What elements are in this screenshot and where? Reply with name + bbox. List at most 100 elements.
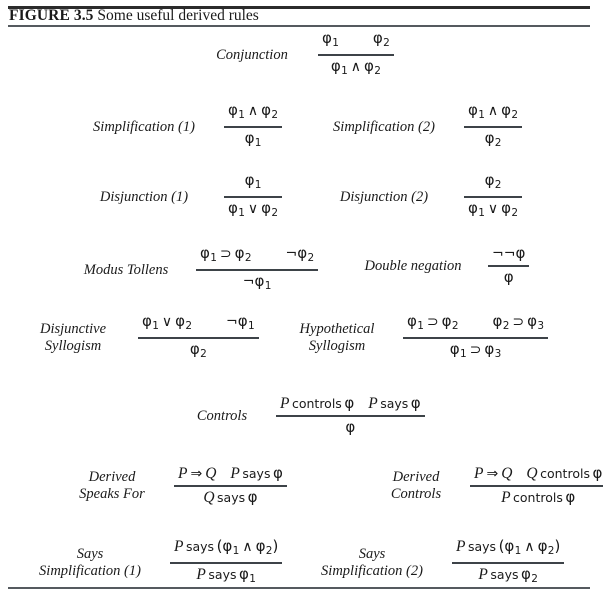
conclusion: ¬φ1 bbox=[242, 271, 272, 292]
inference-bar bbox=[196, 269, 319, 271]
premises: φ1⊃φ2 ¬φ2 bbox=[196, 245, 318, 269]
rule-name-disjunctive-syllogism: Disjunctive Syllogism bbox=[39, 320, 107, 354]
rule-disjunction-2: Disjunction (2) φ2 φ1∨φ2 bbox=[314, 172, 523, 222]
premise: φ1 bbox=[244, 171, 262, 192]
inference-bar bbox=[318, 54, 394, 56]
premise: φ1 bbox=[322, 29, 339, 50]
inference-hypothetical-syllogism: φ1⊃φ2 φ2⊃φ3 φ1⊃φ3 bbox=[403, 313, 549, 363]
inference-disjunction-1: φ1 φ1∨φ2 bbox=[224, 172, 283, 222]
inference-simplification-1: φ1∧φ2 φ1 bbox=[224, 102, 283, 152]
figure-top-rule bbox=[8, 6, 590, 9]
conclusion: φ bbox=[345, 417, 356, 436]
inference-double-negation: ¬¬φ φ bbox=[488, 245, 530, 287]
rule-name-simplification-1: Simplification (1) bbox=[93, 118, 195, 135]
inference-simplification-2: φ1∧φ2 φ2 bbox=[464, 102, 523, 152]
premise: φ1⊃φ2 bbox=[407, 312, 459, 333]
premise: φ1∧φ2 bbox=[228, 101, 279, 122]
inference-bar bbox=[488, 265, 530, 267]
premise: φ1∧φ2 bbox=[468, 101, 519, 122]
inference-bar bbox=[464, 126, 523, 128]
premises: φ1∧φ2 bbox=[224, 102, 282, 126]
inference-bar bbox=[138, 337, 259, 339]
rule-name-conjunction: Conjunction bbox=[216, 46, 288, 63]
premise: ¬¬φ bbox=[492, 244, 526, 263]
inference-bar bbox=[224, 196, 283, 198]
rule-name-controls: Controls bbox=[196, 407, 248, 424]
rule-name-says-simplification-2: Says Simplification (2) bbox=[321, 545, 423, 579]
inference-conjunction: φ1 φ2 φ1∧φ2 bbox=[318, 30, 394, 80]
premise: ¬φ1 bbox=[226, 312, 255, 333]
premise: φ1⊃φ2 bbox=[200, 244, 252, 265]
inference-bar bbox=[170, 562, 283, 564]
premise: φ2⊃φ3 bbox=[492, 312, 545, 333]
inference-disjunction-2: φ2 φ1∨φ2 bbox=[464, 172, 523, 222]
rule-name-says-simplification-1: Says Simplification (1) bbox=[39, 545, 141, 579]
conclusion: φ1∨φ2 bbox=[468, 198, 519, 219]
rule-double-negation: Double negation ¬¬φ φ bbox=[348, 245, 530, 287]
conclusion: φ bbox=[503, 267, 514, 286]
premises: φ1⊃φ2 φ2⊃φ3 bbox=[403, 313, 548, 337]
inference-bar bbox=[464, 196, 523, 198]
premise: P⇒Q bbox=[474, 465, 513, 482]
premises: φ2 bbox=[464, 172, 522, 196]
rule-name-double-negation: Double negation bbox=[364, 257, 462, 274]
conclusion: φ2 bbox=[484, 128, 502, 149]
conclusion: φ1 bbox=[244, 128, 262, 149]
inference-bar bbox=[276, 415, 425, 417]
rule-simplification-1: Simplification (1) φ1∧φ2 φ1 bbox=[74, 102, 283, 152]
premise: φ2 bbox=[484, 171, 502, 192]
conclusion: φ1⊃φ3 bbox=[449, 339, 502, 360]
inference-bar bbox=[403, 337, 549, 339]
inference-bar bbox=[174, 485, 287, 487]
rule-modus-tollens: Modus Tollens φ1⊃φ2 ¬φ2 ¬φ1 bbox=[66, 245, 319, 295]
rule-name-modus-tollens: Modus Tollens bbox=[83, 261, 169, 278]
premises: φ1∨φ2 ¬φ1 bbox=[138, 313, 259, 337]
premise: ¬φ2 bbox=[285, 244, 315, 265]
premise: φ2 bbox=[372, 29, 390, 50]
inference-bar bbox=[452, 562, 565, 564]
rule-hypothetical-syllogism: Hypothetical Syllogism φ1⊃φ2 φ2⊃φ3 φ1⊃φ3 bbox=[281, 313, 549, 363]
premises: φ1 φ2 bbox=[318, 30, 394, 54]
rule-disjunctive-syllogism: Disjunctive Syllogism φ1∨φ2 ¬φ1 φ2 bbox=[18, 313, 259, 363]
inference-modus-tollens: φ1⊃φ2 ¬φ2 ¬φ1 bbox=[196, 245, 319, 295]
figure-label: FIGURE 3.5 bbox=[9, 7, 94, 24]
figure-caption: FIGURE 3.5 Some useful derived rules bbox=[9, 7, 259, 25]
inference-bar bbox=[224, 126, 283, 128]
premise: φ1∨φ2 bbox=[142, 312, 193, 333]
rule-name-disjunction-1: Disjunction (1) bbox=[99, 188, 189, 205]
inference-bar bbox=[470, 485, 603, 487]
premises: φ1∧φ2 bbox=[464, 102, 522, 126]
rule-name-hypothetical-syllogism: Hypothetical Syllogism bbox=[299, 320, 375, 354]
premises: φ1 bbox=[224, 172, 282, 196]
figure-caption-rule bbox=[8, 25, 590, 27]
rule-simplification-2: Simplification (2) φ1∧φ2 φ2 bbox=[314, 102, 523, 152]
conclusion: φ1∧φ2 bbox=[330, 56, 381, 77]
figure-title: Some useful derived rules bbox=[93, 7, 259, 24]
rule-name-derived-controls: Derived Controls bbox=[390, 468, 442, 502]
premises: ¬¬φ bbox=[488, 245, 529, 265]
inference-disjunctive-syllogism: φ1∨φ2 ¬φ1 φ2 bbox=[138, 313, 259, 363]
rule-name-derived-speaks-for: Derived Speaks For bbox=[79, 468, 145, 502]
